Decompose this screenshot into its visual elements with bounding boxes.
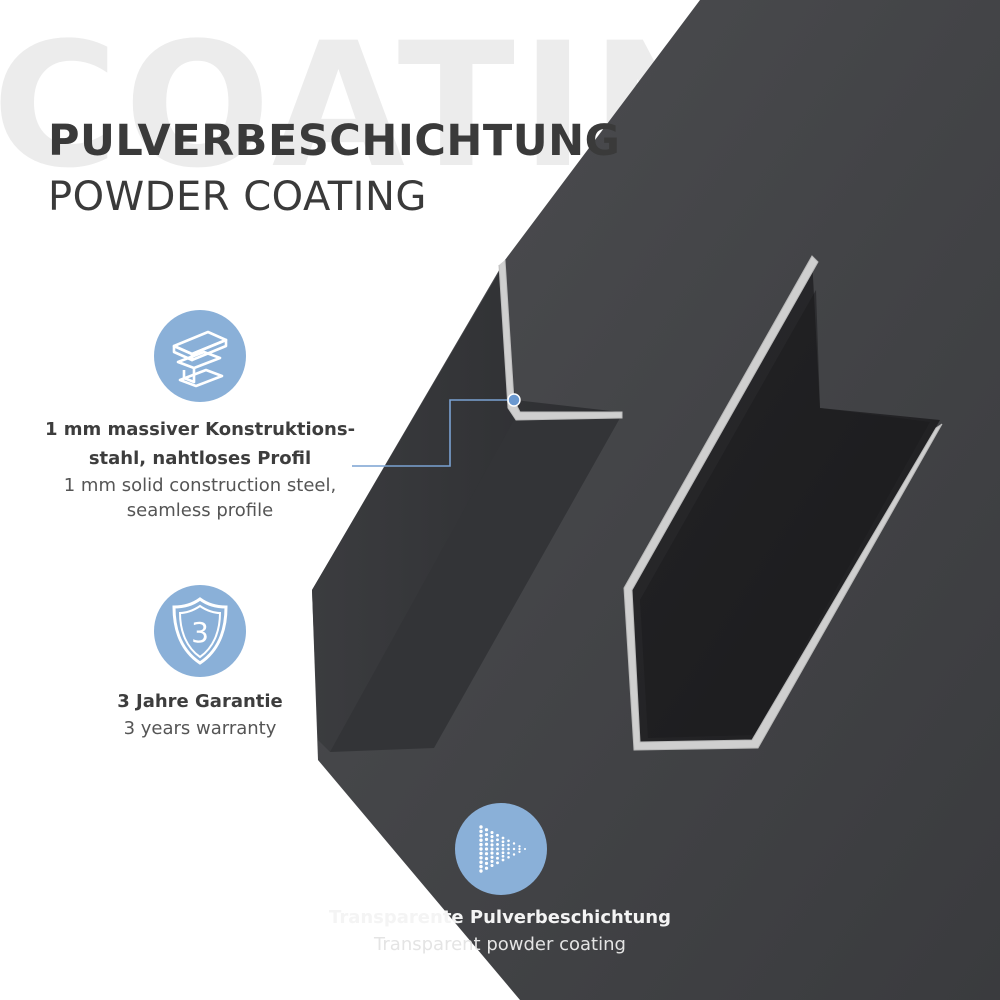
play-dot: [512, 842, 516, 845]
feature-steel-desc-line2: seamless profile: [126, 500, 274, 521]
play-dot: [496, 838, 499, 842]
play-dot: [496, 861, 499, 865]
shield-number: 3: [191, 616, 209, 649]
play-dot: [484, 828, 489, 832]
feature-warranty-desc: 3 years warranty: [123, 718, 277, 739]
play-dot: [484, 866, 489, 870]
play-dot: [496, 856, 499, 860]
play-dot: [501, 843, 505, 847]
play-dot: [484, 832, 489, 837]
play-dot: [490, 863, 494, 868]
play-dot: [490, 843, 494, 847]
play-dot: [484, 842, 489, 846]
callout-dot: [507, 393, 521, 407]
play-dot: [479, 834, 483, 838]
dotted-play-icon: [455, 803, 547, 895]
play-dot: [484, 861, 489, 866]
play-dot: [479, 825, 483, 829]
right-profile-edge: [623, 255, 943, 751]
right-profile-inner-shadow: [640, 290, 930, 738]
play-dot: [523, 847, 527, 851]
feature-steel: 1 mm massiver Konstruktions- stahl, naht…: [40, 415, 360, 523]
play-dot: [518, 845, 521, 848]
play-dot: [501, 836, 505, 840]
play-dot: [518, 850, 521, 853]
shield-3-icon: 3: [154, 585, 246, 677]
feature-warranty: 3 Jahre Garantie 3 years warranty: [80, 687, 320, 741]
page-title: PULVERBESCHICHTUNG: [48, 116, 621, 166]
play-dot: [496, 833, 499, 837]
play-dot: [507, 843, 510, 847]
feature-transparent: Transparente Pulverbeschichtung Transpar…: [300, 903, 700, 957]
play-dot: [512, 853, 516, 856]
play-dot: [507, 851, 510, 855]
play-dot: [501, 847, 505, 851]
play-dot: [501, 858, 505, 862]
steel-beam-icon: [154, 310, 246, 402]
play-dot: [484, 852, 489, 856]
play-dot: [479, 869, 483, 873]
play-dot: [479, 864, 483, 869]
play-dot: [479, 829, 483, 834]
play-dot: [490, 859, 494, 863]
feature-transparent-desc: Transparent powder coating: [374, 934, 626, 955]
play-dot: [479, 842, 483, 847]
left-profile-shadow: [330, 418, 620, 752]
play-dot: [484, 837, 489, 842]
play-dot: [501, 840, 505, 844]
play-dot: [484, 847, 489, 851]
feature-transparent-title: Transparente Pulverbeschichtung: [329, 907, 671, 928]
play-dot: [479, 847, 483, 851]
play-dot: [496, 847, 499, 851]
play-dot: [490, 847, 494, 851]
play-dot: [484, 856, 489, 861]
feature-steel-title-line1: 1 mm massiver Konstruktions-: [44, 419, 356, 440]
page-subtitle: POWDER COATING: [48, 174, 427, 220]
play-dot: [496, 842, 499, 846]
play-dot: [518, 847, 521, 851]
feature-warranty-title: 3 Jahre Garantie: [117, 691, 283, 712]
play-dot: [507, 856, 510, 859]
play-dot: [512, 847, 516, 851]
play-dot: [496, 852, 499, 856]
play-dot: [507, 847, 510, 851]
play-dot: [490, 835, 494, 839]
play-dot: [479, 860, 483, 864]
play-dot: [479, 856, 483, 860]
play-dot: [490, 830, 494, 835]
callout-line: [352, 399, 514, 467]
play-dot: [501, 851, 505, 855]
feature-steel-desc-line1: 1 mm solid construction steel,: [63, 475, 337, 496]
coated-beam: [312, 0, 1000, 1000]
feature-steel-title-line2: stahl, nahtloses Profil: [88, 448, 312, 469]
play-dot: [507, 839, 510, 843]
play-dot: [490, 855, 494, 859]
play-dot: [479, 838, 483, 842]
play-dot: [490, 851, 494, 855]
play-dot: [501, 854, 505, 858]
play-dot: [490, 839, 494, 843]
play-dot: [479, 851, 483, 856]
